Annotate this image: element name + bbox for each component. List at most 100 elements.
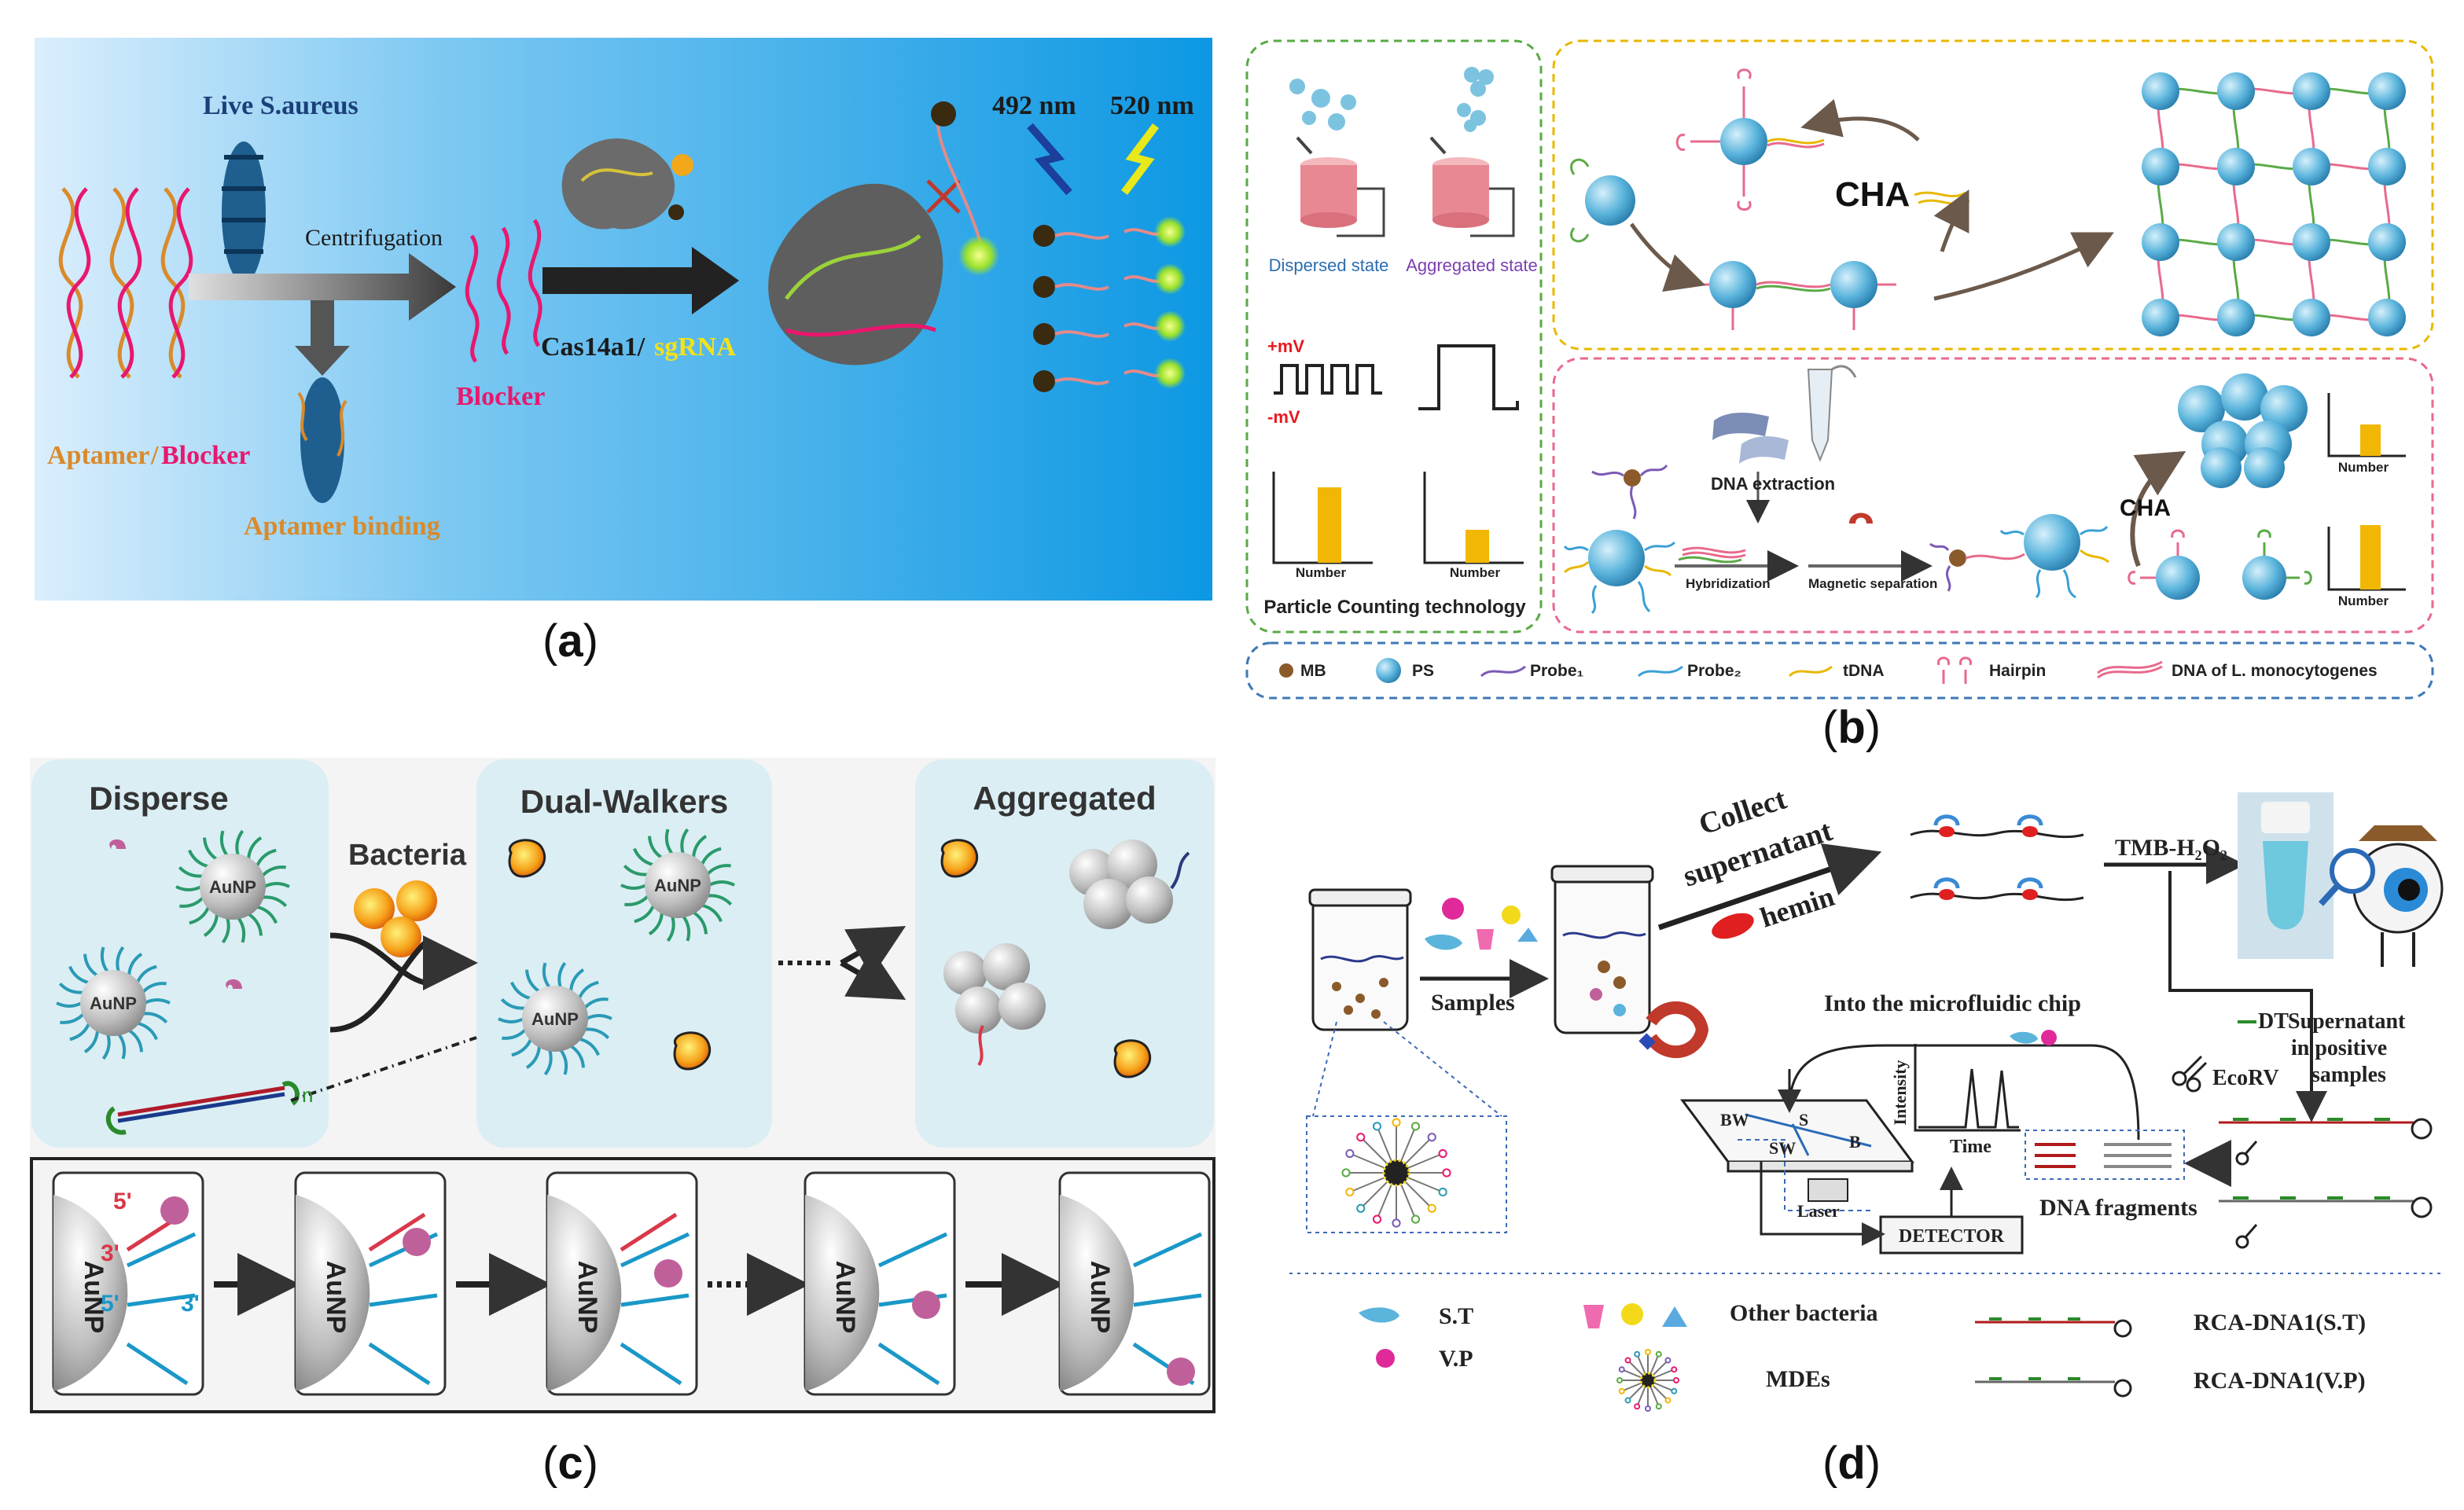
legend-dna: DNA of L. monocytogenes	[2172, 662, 2378, 680]
rca-strands	[2219, 1118, 2433, 1249]
microfluidic-chip	[1680, 1099, 1914, 1211]
number-label-3: Number	[2338, 460, 2389, 475]
panel-label-c: (c)	[542, 1438, 598, 1489]
mechanism-step: AuNP	[294, 1171, 447, 1396]
legend-hairpin: Hairpin	[1989, 662, 2046, 680]
dna-extraction-label: DNA extraction	[1711, 474, 1835, 494]
zoom-lines	[1312, 1021, 1502, 1117]
lightning-yellow-icon	[1121, 123, 1159, 195]
probe1-icon	[1480, 665, 1526, 678]
cas-label: Cas14a1/	[541, 332, 645, 362]
cha-network-sphere	[2142, 299, 2179, 336]
samples-label: Samples	[1431, 990, 1515, 1016]
dispersed-state-label: Dispersed state	[1269, 255, 1389, 275]
particle-counting-box	[1245, 39, 1543, 634]
legend-tdna: tDNA	[1843, 662, 1885, 680]
hybridization-label: Hybridization	[1686, 576, 1771, 591]
aggregate-cluster	[2178, 373, 2308, 488]
bar-chart-aggregated	[1423, 472, 1524, 564]
b-label: B	[1849, 1132, 1861, 1152]
dispersed-cell-icon	[1289, 79, 1385, 237]
hairpin-icon	[1937, 656, 1972, 684]
ps-icon	[1376, 658, 1401, 683]
time-label: Time	[1950, 1137, 1991, 1157]
cha-network	[2142, 72, 2406, 336]
legend-ps: PS	[1412, 662, 1434, 680]
sample-jar-left	[1308, 888, 1412, 1031]
mde-small-icon	[1616, 1349, 1679, 1412]
legend-b	[1279, 656, 2163, 684]
minus-mv-label: -mV	[1267, 407, 1300, 427]
aunp-label: AuNP	[572, 1261, 602, 1334]
aunp-particle: AuNP	[498, 961, 612, 1076]
legend-box-b	[1245, 641, 2434, 700]
blocker-label: Blocker	[456, 382, 545, 411]
dna-fragments-label: DNA fragments	[2039, 1195, 2197, 1221]
dna-walker-track	[105, 1036, 477, 1135]
panel-a-background	[35, 38, 1212, 601]
panel-label-d-letter: d	[1837, 1438, 1866, 1489]
particle-counting-label: Particle Counting technology	[1263, 597, 1526, 618]
disperse-box	[31, 759, 329, 1148]
cha-box	[1552, 39, 2434, 351]
detector-label: DETECTOR	[1899, 1226, 2005, 1247]
cha-label-top: CHA	[1835, 175, 1910, 214]
panel-b: Dispersed state Aggregated state +mV -mV…	[1245, 39, 2434, 700]
cha-network-sphere	[2293, 148, 2330, 186]
n-label: n	[302, 1083, 313, 1107]
supernatant-pos-line1: Supernatant	[2288, 1009, 2406, 1034]
bacterium-icon	[222, 141, 266, 283]
cha-network-sphere	[2142, 223, 2179, 261]
panel-label-a-letter: a	[557, 615, 583, 667]
lightning-blue-icon	[1027, 123, 1072, 196]
ecorv-label: EcoRV	[2212, 1066, 2279, 1090]
bacterium-dark-icons	[508, 839, 1151, 1078]
hairpin-spheres	[2127, 529, 2312, 600]
mechanism-step: AuNP	[52, 1171, 204, 1396]
scissors-icon	[2172, 1055, 2208, 1093]
legend-vp: V.P	[1439, 1346, 1473, 1372]
s-label: S	[1799, 1110, 1808, 1130]
cha-network-sphere	[2217, 148, 2255, 186]
eye-mascot-icon	[2319, 825, 2444, 967]
fluorescent-reporters	[1124, 216, 1186, 389]
intensity-label: Intensity	[1890, 1060, 1910, 1125]
laser-label: Laser	[1797, 1201, 1840, 1221]
pulse-signal-aggregated	[1418, 344, 1519, 410]
mb-icon	[1279, 663, 1293, 678]
quenched-reporters	[1033, 225, 1109, 392]
aggregated-cell-icon	[1429, 67, 1515, 237]
aunp-label: AuNP	[321, 1261, 351, 1334]
aunp-label: AuNP	[209, 877, 256, 897]
legend-d-icons	[1359, 1303, 1687, 1368]
legend-rca-st: RCA-DNA1(S.T)	[2194, 1310, 2366, 1335]
hemin-icon	[1712, 913, 1754, 939]
panel-a: Aptamer / Blocker Live S.aureus Aptamer …	[35, 38, 1212, 601]
live-saureus-label: Live S.aureus	[203, 91, 359, 120]
aunp-label: AuNP	[654, 876, 701, 895]
cha-network-sphere	[2142, 72, 2179, 110]
mde-large-icon	[1341, 1118, 1451, 1228]
sgrna-label: sgRNA	[654, 332, 736, 362]
legend-rca-vp: RCA-DNA1(V.P)	[2194, 1368, 2366, 1394]
fragments-box	[2025, 1130, 2185, 1180]
aptamer-blocker-helices	[58, 187, 193, 379]
supernatant-pos-line3: samples	[2311, 1063, 2386, 1087]
aunp-label: AuNP	[90, 994, 137, 1013]
wavelength-520-label: 520 nm	[1110, 91, 1194, 120]
cha-label-bottom: CHA	[2120, 495, 2171, 521]
aunp-label: AuNP	[1085, 1261, 1115, 1334]
cas-protein-icon	[561, 138, 693, 230]
aggregate-arrow	[778, 926, 907, 1000]
aggregated-state-label: Aggregated state	[1406, 255, 1538, 275]
cha-cycle	[1570, 68, 2114, 330]
dna-icon	[2097, 660, 2163, 679]
tmb-label: TMB-H₂O₂	[2115, 835, 2227, 861]
aunp-particle: AuNP	[56, 946, 171, 1060]
plus-mv-label: +mV	[1267, 336, 1304, 356]
aptamer-label: Aptamer	[47, 441, 149, 470]
step1-5prime-blue-label: 5'	[101, 1291, 120, 1317]
sample-reagent-icons	[1425, 898, 1538, 950]
mechanism-step: AuNP	[546, 1171, 698, 1396]
